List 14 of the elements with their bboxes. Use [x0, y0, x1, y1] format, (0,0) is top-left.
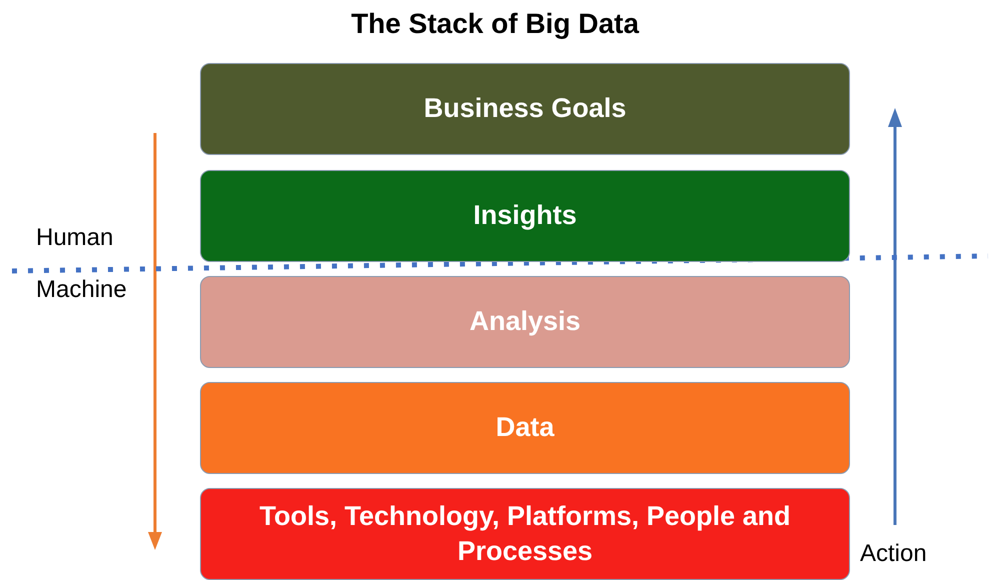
stack-layer-box	[200, 488, 850, 580]
stack-layer-box	[200, 170, 850, 262]
stack-layer-box	[200, 276, 850, 368]
side-label: Action	[860, 540, 927, 568]
stack-layer-box	[200, 382, 850, 474]
diagram-title: The Stack of Big Data	[350, 8, 640, 40]
layer-label: Data	[494, 411, 556, 444]
side-label: Machine	[36, 276, 127, 304]
side-label: Human	[36, 224, 114, 252]
layer-label: Insights	[472, 199, 578, 232]
layer-label: Tools, Technology, Platforms, People and Processes	[258, 500, 792, 568]
layer-label: Analysis	[468, 305, 582, 338]
stack-layer-box	[200, 63, 850, 155]
layer-label: Business Goals	[422, 92, 628, 126]
